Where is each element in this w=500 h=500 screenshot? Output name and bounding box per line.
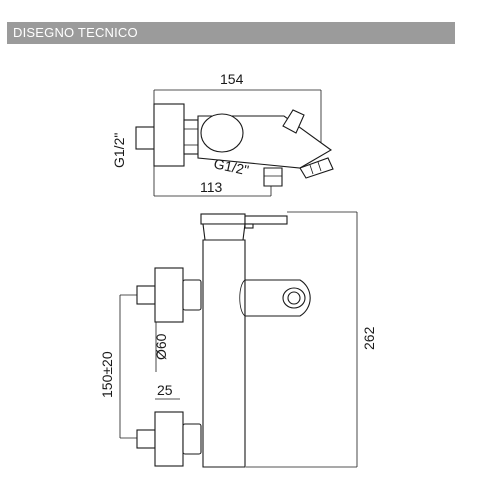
lower-nut: [182, 423, 202, 455]
cartridge-cap-front: [200, 213, 246, 225]
lower-pipe: [136, 429, 156, 449]
header-title: DISEGNO TECNICO: [13, 25, 138, 40]
dim-text-262: 262: [361, 326, 377, 350]
wall-rosette-top: [153, 103, 185, 167]
dim-text-113: 113: [200, 179, 223, 195]
connector-nut-top: [183, 119, 199, 155]
diverter-knob-top: [299, 157, 334, 179]
front-view: 262 150±20 Ø60 25: [99, 211, 377, 468]
dim-text-150: 150±20: [99, 351, 115, 398]
top-view: 154 113 G1/2" G1/2": [111, 71, 334, 197]
thread-label-outlet: G1/2": [212, 155, 250, 178]
outlet-stub-top: [263, 167, 283, 187]
mixer-body-front: [202, 239, 246, 468]
upper-pipe: [136, 285, 156, 305]
diverter-knob-front: [287, 291, 301, 305]
handle-lever-front: [244, 215, 288, 225]
lower-rosette: [154, 411, 184, 467]
cartridge-cap-top: [200, 113, 244, 153]
upper-nut: [182, 279, 202, 311]
thread-label-wall: G1/2": [111, 133, 127, 168]
dim-text-60: Ø60: [153, 333, 169, 360]
upper-rosette: [154, 267, 184, 323]
handle-lever-top: [282, 109, 305, 134]
dim-text-154: 154: [220, 71, 244, 87]
cartridge-body-front: [202, 223, 246, 241]
header-bar: DISEGNO TECNICO: [7, 22, 455, 44]
dim-text-25: 25: [157, 382, 173, 398]
